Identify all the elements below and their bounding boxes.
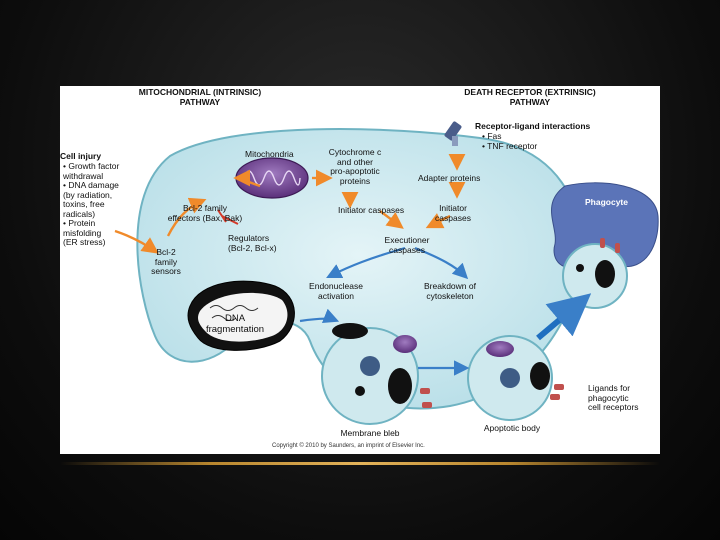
extrinsic-pathway-header: DEATH RECEPTOR (EXTRINSIC) PATHWAY — [464, 87, 596, 107]
copyright-text: Copyright © 2010 by Saunders, an imprint… — [272, 443, 425, 449]
dna-fragmentation-label: DNA fragmentation — [205, 313, 265, 335]
initiator-caspases-right-label: Initiator caspases — [435, 203, 471, 223]
membrane-bleb-cell — [321, 323, 432, 425]
death-receptor-icon — [444, 121, 462, 146]
engulfment-arrow — [536, 293, 592, 341]
regulator-inhibition — [217, 209, 239, 225]
mitochondrion-icon — [235, 157, 309, 199]
gold-divider — [60, 462, 660, 465]
regulators-label: Regulators (Bcl-2, Bcl-x) — [228, 233, 277, 253]
bcl2-effectors-label: Bcl-2 family effectors (Bax, Bak) — [167, 203, 243, 223]
apoptosis-diagram — [114, 121, 659, 425]
intrinsic-pathway-header: MITOCHONDRIAL (INTRINSIC) PATHWAY — [138, 87, 262, 107]
cytoskeleton-label: Breakdown of cytoskeleton — [424, 281, 476, 301]
mitochondria-label: Mitochondria — [245, 149, 294, 159]
endonuclease-label: Endonuclease activation — [309, 281, 363, 301]
ligands-label: Ligands for phagocytic cell receptors — [588, 383, 639, 412]
large-cell — [136, 128, 582, 410]
receptor-ligand-label: Receptor-ligand interactions — [475, 121, 591, 131]
cell-injury-title: Cell injury — [60, 151, 102, 161]
slide-figure: MITOCHONDRIAL (INTRINSIC) PATHWAY DEATH … — [60, 86, 660, 454]
adapter-proteins-label: Adapter proteins — [418, 173, 481, 183]
phagocyte-label: Phagocyte — [585, 197, 628, 207]
phagocyte-icon — [551, 182, 659, 309]
cell-injury-list: • Growth factor withdrawal • DNA damage … — [63, 161, 120, 247]
receptor-list: • Fas • TNF receptor — [482, 131, 538, 151]
pathway-arrows — [114, 154, 466, 254]
bcl2-sensors-label: Bcl-2 family sensors — [151, 247, 181, 276]
apoptotic-body-cell — [467, 335, 564, 421]
fragmented-nucleus-icon — [187, 280, 295, 351]
apoptotic-body-label: Apoptotic body — [483, 423, 541, 433]
outcome-arrows — [299, 246, 470, 376]
executioner-caspases-label: Executioner caspases — [384, 235, 430, 255]
membrane-bleb-label: Membrane bleb — [340, 428, 400, 438]
cytochrome-label: Cytochrome c and other pro-apoptotic pro… — [328, 147, 382, 186]
initiator-caspases-left-label: Initiator caspases — [338, 205, 405, 215]
